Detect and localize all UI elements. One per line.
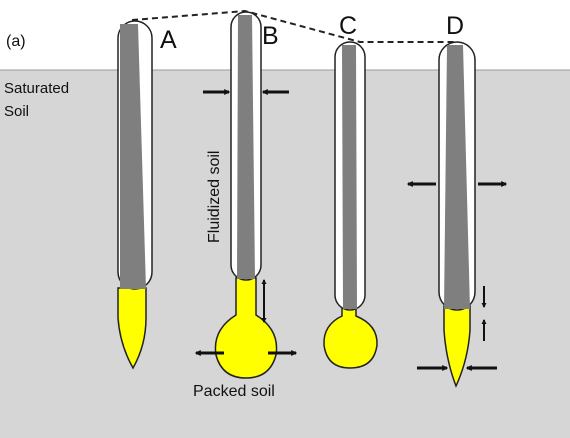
probe-a-label: A [160, 26, 177, 54]
saturated-soil-label-line1: Saturated [4, 80, 69, 97]
probe-a-core [120, 24, 146, 289]
probe-d-core [444, 45, 470, 309]
probe-c-label: C [339, 12, 357, 40]
probe-b [214, 11, 278, 379]
probe-b-label: B [262, 22, 279, 50]
probe-b-packed-bulb [214, 277, 278, 379]
probe-c-packed-bulb [323, 305, 378, 369]
probe-d-packed-tip [443, 305, 471, 388]
probe-a-packed-tip [117, 287, 147, 370]
probe-c [323, 41, 378, 369]
saturated-soil-label-line2: Soil [4, 103, 29, 120]
probe-a [117, 20, 153, 370]
panel-label: (a) [6, 33, 26, 50]
packed-soil-label: Packed soil [193, 383, 275, 400]
saturated-soil-region [0, 70, 570, 438]
probe-d-label: D [446, 12, 464, 40]
fluidized-soil-label: Fluidized soil [206, 151, 223, 243]
probe-top-dashed-line [131, 9, 455, 43]
probe-b-core [237, 15, 255, 279]
probe-c-core [342, 45, 357, 309]
probe-d [438, 41, 476, 388]
